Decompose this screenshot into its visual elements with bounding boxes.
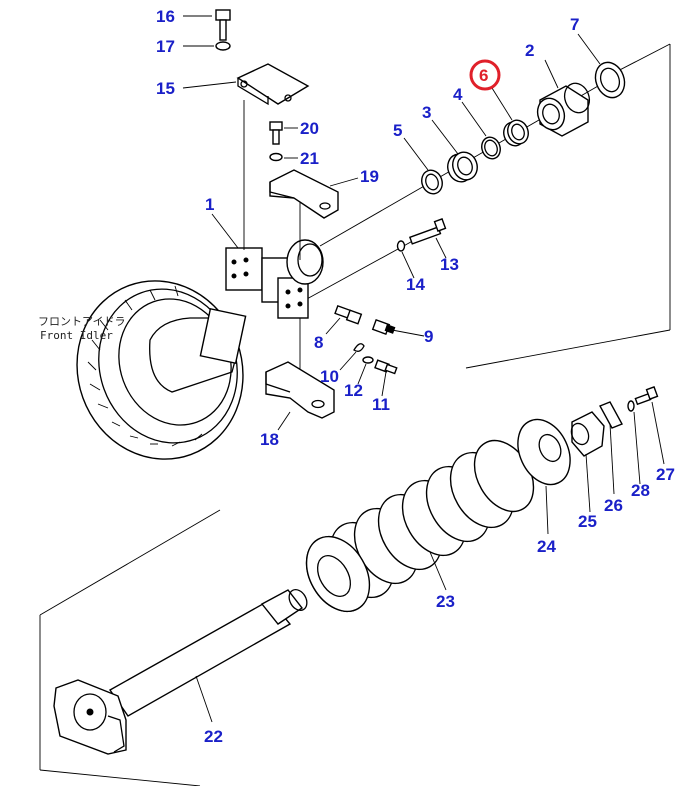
part-3-seal [447,151,478,183]
leader-lines [182,15,665,723]
callout-2[interactable]: 2 [525,41,534,60]
part-14-washer [396,240,406,252]
callout-27[interactable]: 27 [656,465,675,484]
callout-23[interactable]: 23 [436,592,455,611]
caption-japanese: フロントアイドラ [38,315,125,328]
part-28-washer [627,400,635,412]
callout-4[interactable]: 4 [453,85,463,104]
callout-1[interactable]: 1 [205,195,214,214]
callout-28[interactable]: 28 [631,481,650,500]
highlight-marker [469,59,501,91]
front-idler-caption: フロントアイドラ Front Idler [38,315,125,342]
callout-15[interactable]: 15 [156,79,175,98]
part-15-cover [236,63,310,106]
part-5-snap-ring [421,169,443,195]
callout-24[interactable]: 24 [537,537,556,556]
part-8-fitting [334,304,363,325]
callout-8[interactable]: 8 [314,333,323,352]
callout-18[interactable]: 18 [260,430,279,449]
callout-3[interactable]: 3 [422,103,431,122]
part-20-bolt [269,121,283,145]
callout-10[interactable]: 10 [320,367,339,386]
callout-21[interactable]: 21 [300,149,319,168]
callout-6[interactable]: 6 [479,66,488,85]
part-10-clip [353,343,365,352]
callout-20[interactable]: 20 [300,119,319,138]
callout-22[interactable]: 22 [204,727,223,746]
part-2-bushing [536,82,591,137]
part-25-nut [570,411,605,457]
callout-13[interactable]: 13 [440,255,459,274]
part-18-cap [265,361,335,419]
part-27-bolt [634,386,659,406]
callout-5[interactable]: 5 [393,121,402,140]
callout-9[interactable]: 9 [424,327,433,346]
callout-14[interactable]: 14 [406,275,425,294]
part-7-ring [594,61,626,99]
callout-25[interactable]: 25 [578,512,597,531]
part-21-washer [269,152,283,162]
part-24-seat [517,418,571,486]
callout-17[interactable]: 17 [156,37,175,56]
part-19-cap [269,169,339,219]
part-16-bolt [215,9,231,41]
part-6-ring [503,119,529,147]
part-26-plate [599,401,623,429]
part-13-bolt [408,218,447,245]
callout-12[interactable]: 12 [344,381,363,400]
highlight-ring-part-6 [469,59,501,91]
callout-26[interactable]: 26 [604,496,623,515]
part-4-ring [481,136,501,160]
frame-lines [39,43,671,786]
front-idler-wheel [76,280,247,460]
caption-english: Front Idler [40,329,113,342]
callout-16[interactable]: 16 [156,7,175,26]
part-1-support [225,100,324,380]
part-17-washer [215,41,231,51]
callout-11[interactable]: 11 [372,395,390,414]
part-22-rod [53,589,308,755]
part-9-plug [371,319,396,335]
part-12-washer [362,356,374,364]
callout-labels: 16 17 15 1 2 7 3 4 6 5 20 21 19 13 14 8 … [156,7,675,746]
callout-19[interactable]: 19 [360,167,379,186]
callout-7[interactable]: 7 [570,15,579,34]
part-23-spring [305,439,535,613]
part-11-bolt [374,359,398,375]
